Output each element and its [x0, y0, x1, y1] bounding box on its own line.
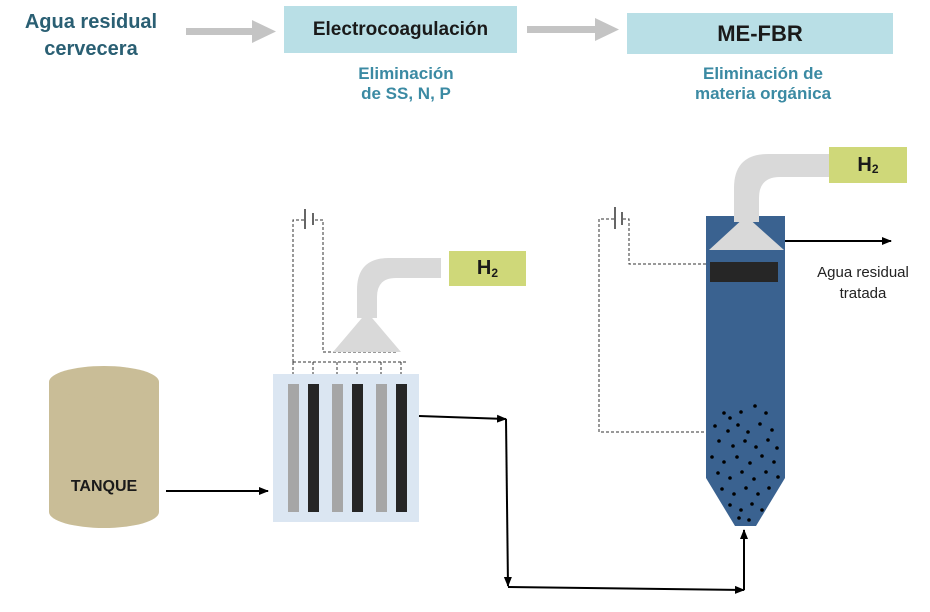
membrane-module	[710, 262, 778, 282]
influent-label: Agua residual cervecera	[24, 11, 158, 60]
ec-gas-hood	[333, 258, 441, 352]
me-fbr-stage-box: ME-FBR	[627, 13, 893, 54]
me-fbr-stage-label: ME-FBR	[717, 20, 803, 46]
fbr-power-supply	[598, 218, 710, 433]
fluidized-particles	[710, 404, 780, 522]
battery-icon	[304, 209, 314, 229]
me-fbr-reactor	[706, 216, 785, 526]
hydrogen-subscript: 2	[871, 162, 879, 176]
hydrogen-subscript: 2	[491, 265, 499, 280]
flow-arrow-2	[527, 18, 619, 41]
hydrogen-symbol: H	[476, 257, 492, 279]
electrocoagulation-stage-label: Electrocoagulación	[312, 18, 489, 40]
fbr-gas-hood	[709, 154, 829, 250]
electrocoagulation-caption: Eliminación de SS, N, P	[358, 64, 454, 103]
tank-label: TANQUE	[70, 478, 138, 495]
flow-arrow-1	[186, 20, 276, 43]
hydrogen-symbol: H	[857, 153, 872, 176]
tank	[49, 366, 159, 528]
me-fbr-caption: Eliminación de materia orgánica	[694, 64, 832, 103]
ec-power-supply	[292, 219, 406, 384]
electrodes	[288, 384, 407, 512]
effluent-label: Agua residual tratada	[817, 264, 909, 302]
pipe-ec-to-fbr	[418, 414, 748, 594]
electrocoagulation-stage-box: Electrocoagulación	[284, 6, 517, 53]
battery-icon	[614, 207, 623, 229]
